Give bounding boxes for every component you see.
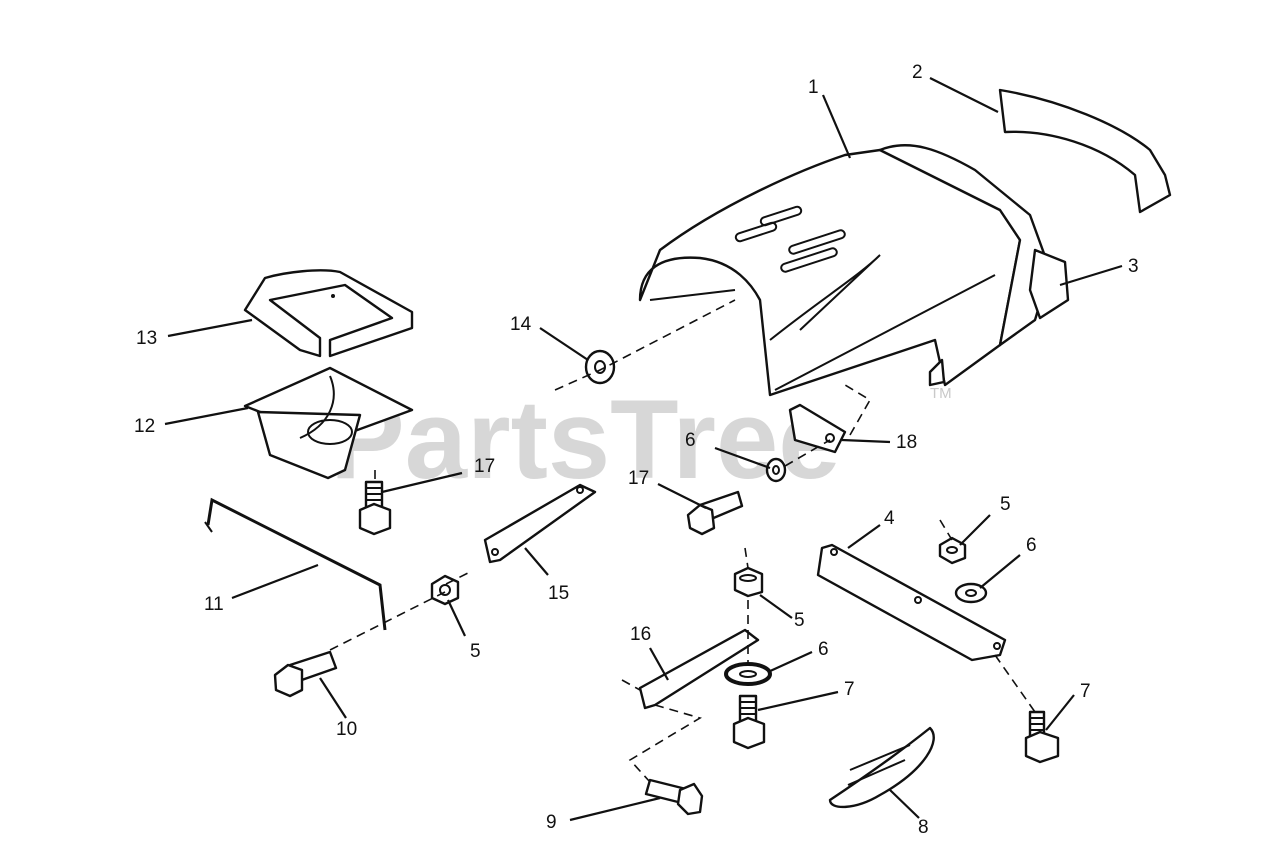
nut-part[interactable] [733, 566, 764, 598]
callout-4[interactable]: 4 [884, 508, 895, 529]
washer-part[interactable] [724, 662, 772, 686]
callout-5[interactable]: 5 [470, 641, 481, 662]
decal-part[interactable] [828, 726, 935, 809]
callouts: 1 2 3 4 5 5 5 6 6 6 7 7 8 9 10 11 12 13 … [134, 62, 1139, 838]
callout-7[interactable]: 7 [1080, 681, 1091, 702]
callout-11[interactable]: 11 [204, 594, 224, 615]
bolt-part[interactable] [273, 650, 338, 698]
bolt-part[interactable] [358, 480, 392, 536]
watermark-text: PartsTree [330, 377, 841, 502]
hood-part[interactable] [638, 144, 1052, 397]
watermark-trademark: TM [930, 385, 952, 402]
callout-3[interactable]: 3 [1128, 256, 1139, 277]
callout-12[interactable]: 12 [134, 416, 155, 437]
callout-5[interactable]: 5 [794, 610, 805, 631]
headlight-part[interactable] [1028, 248, 1070, 320]
leader-lines [164, 77, 1123, 822]
callout-17[interactable]: 17 [474, 456, 495, 477]
callout-17[interactable]: 17 [628, 468, 649, 489]
clip-part[interactable] [788, 403, 847, 454]
callout-18[interactable]: 18 [896, 432, 917, 453]
rod-bracket-part[interactable] [483, 483, 597, 564]
bolt-part[interactable] [1024, 710, 1060, 764]
washer-part[interactable] [765, 457, 787, 483]
callout-13[interactable]: 13 [136, 328, 157, 349]
grille-insert-part[interactable] [998, 88, 1172, 214]
grommet-part[interactable] [584, 349, 616, 385]
callout-14[interactable]: 14 [510, 314, 532, 335]
callout-5[interactable]: 5 [1000, 494, 1011, 515]
hood-vents [734, 205, 846, 273]
lens-bezel-part[interactable] [243, 269, 414, 358]
bracket-part[interactable] [638, 628, 760, 710]
callout-7[interactable]: 7 [844, 679, 855, 700]
callout-15[interactable]: 15 [548, 583, 569, 604]
callout-9[interactable]: 9 [546, 812, 557, 833]
assembly-lines [329, 299, 1036, 783]
callout-16[interactable]: 16 [630, 624, 651, 645]
callout-6[interactable]: 6 [818, 639, 829, 660]
watermark: PartsTree TM [330, 377, 952, 502]
callout-2[interactable]: 2 [912, 62, 923, 83]
callout-1[interactable]: 1 [808, 77, 819, 98]
nut-part[interactable] [938, 536, 967, 565]
callout-6[interactable]: 6 [685, 430, 696, 451]
callout-6[interactable]: 6 [1026, 535, 1037, 556]
support-rod-part[interactable] [204, 497, 387, 631]
hinge-bracket-part[interactable] [816, 543, 1007, 662]
nut-part[interactable] [430, 574, 460, 606]
washer-part[interactable] [954, 582, 988, 604]
callout-10[interactable]: 10 [336, 719, 357, 740]
bolt-part[interactable] [644, 778, 704, 816]
bolt-part[interactable] [732, 694, 766, 750]
light-housing-part[interactable] [243, 366, 414, 480]
callout-8[interactable]: 8 [918, 817, 929, 838]
